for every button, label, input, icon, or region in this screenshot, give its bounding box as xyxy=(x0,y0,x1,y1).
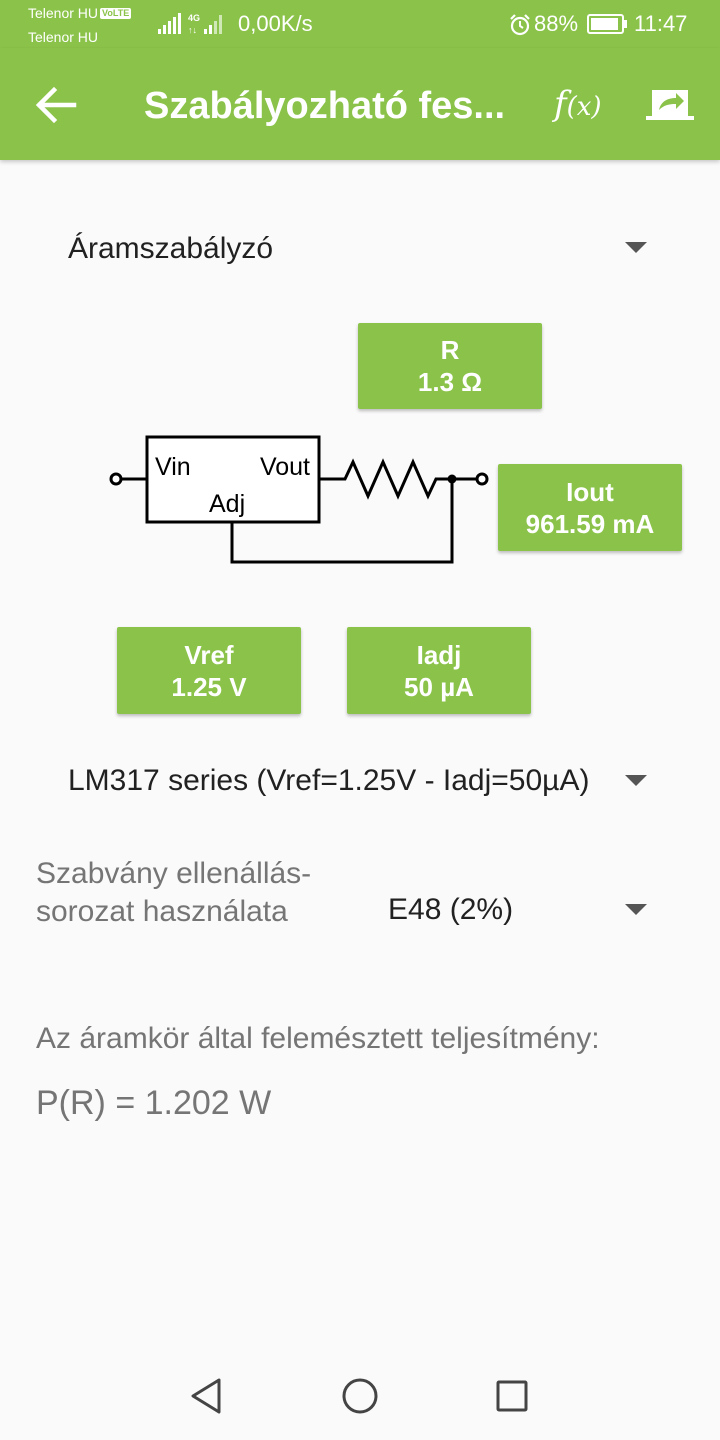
standard-series-dropdown-arrow-icon[interactable] xyxy=(625,904,647,915)
vref-button[interactable]: Vref 1.25 V xyxy=(117,627,301,714)
iout-button[interactable]: Iout 961.59 mA xyxy=(498,464,682,551)
resistor-label: R xyxy=(440,335,460,365)
app-bar: Szabályozható fes... f(x) xyxy=(0,48,720,160)
svg-text:↑↓: ↑↓ xyxy=(188,25,197,35)
power-value: P(R) = 1.202 W xyxy=(36,1084,272,1122)
formula-f: f xyxy=(554,84,567,124)
resistor-value: 1.3 Ω xyxy=(417,367,483,397)
clock: 11:47 xyxy=(634,11,688,36)
carrier-2: Telenor HU xyxy=(28,29,99,45)
nav-home-icon[interactable] xyxy=(340,1374,380,1418)
vin-terminal xyxy=(109,472,123,486)
vref-label: Vref xyxy=(184,639,234,670)
iout-label: Iout xyxy=(566,476,614,507)
resistor-symbol xyxy=(319,458,477,500)
vin-label: Vin xyxy=(155,453,191,481)
resistor-button[interactable]: R 1.3 Ω xyxy=(358,323,542,409)
nav-back-icon[interactable] xyxy=(186,1374,226,1418)
signal-strength-icon xyxy=(158,13,181,34)
adj-label: Adj xyxy=(209,490,245,518)
regulator-series-select[interactable]: LM317 series (Vref=1.25V - Iadj=50µA) xyxy=(68,764,590,797)
iadj-label: Iadj xyxy=(416,639,462,670)
power-label: Az áramkör által felemésztett teljesítmé… xyxy=(36,1022,600,1055)
navigation-bar xyxy=(0,1352,720,1440)
standard-series-select[interactable]: E48 (2%) xyxy=(388,893,514,926)
vout-label: Vout xyxy=(260,453,310,481)
formula-paren: (x) xyxy=(566,92,602,122)
mode-dropdown-arrow-icon[interactable] xyxy=(625,242,647,253)
volte-badge: VoLTE xyxy=(100,8,132,19)
svg-text:4G: 4G xyxy=(188,13,200,23)
battery-icon xyxy=(587,14,627,34)
nav-recents-icon[interactable] xyxy=(492,1374,532,1418)
vref-value: 1.25 V xyxy=(171,671,247,702)
vout-terminal xyxy=(475,472,489,486)
back-arrow-icon[interactable] xyxy=(30,82,80,128)
formula-button[interactable]: f(x) xyxy=(554,84,602,127)
signal-4g-icon: 4G ↑↓ xyxy=(188,13,222,35)
iadj-value: 50 µA xyxy=(404,671,474,702)
battery-percent: 88% xyxy=(534,11,579,36)
alarm-icon xyxy=(510,14,530,36)
adj-feedback-wire xyxy=(230,479,454,564)
net-speed: 0,00K/s xyxy=(238,11,313,36)
iout-value: 961.59 mA xyxy=(525,508,655,539)
page-title: Szabályozható fes... xyxy=(144,85,506,127)
iadj-button[interactable]: Iadj 50 µA xyxy=(347,627,531,714)
regulator-circuit-diagram: Vin Vout Adj xyxy=(109,435,489,564)
share-icon[interactable] xyxy=(646,86,694,122)
standard-series-label: Szabvány ellenállás-sorozat használata xyxy=(36,857,312,928)
mode-select[interactable]: Áramszabályzó xyxy=(68,232,274,265)
series-dropdown-arrow-icon[interactable] xyxy=(625,775,647,786)
